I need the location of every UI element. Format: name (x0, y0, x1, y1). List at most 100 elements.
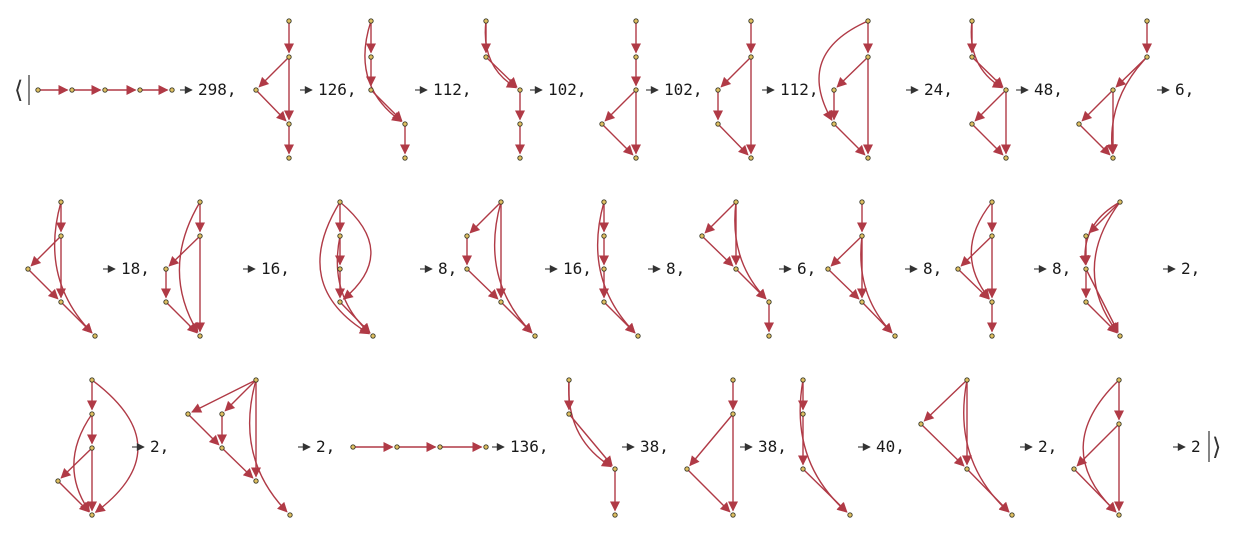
graph-node (197, 233, 203, 239)
graph-node (847, 512, 853, 518)
count-label: 8, (923, 259, 942, 278)
graph-node (1116, 512, 1122, 518)
graph-node (964, 466, 970, 472)
graph-edge (920, 423, 965, 467)
graph-node (287, 512, 293, 518)
graph-11 (161, 199, 205, 339)
graph-node (498, 199, 504, 205)
count-label: 2, (316, 437, 335, 456)
graph-node (337, 233, 343, 239)
graph-edge (30, 235, 62, 267)
graph-5 (599, 18, 641, 161)
count-label: 2, (1038, 437, 1057, 456)
graph-17 (955, 199, 997, 339)
graph-node (185, 411, 191, 417)
graph-node (1003, 155, 1009, 161)
graph-edge (248, 379, 288, 513)
graph-node (715, 87, 721, 93)
count-label: 126, (318, 80, 357, 99)
graph-edge (258, 56, 290, 88)
count-label: 2, (1181, 259, 1200, 278)
graph-node (1083, 299, 1089, 305)
graph-node (368, 54, 374, 60)
graph-node (969, 121, 975, 127)
graph-node (1116, 377, 1122, 383)
graph-node (612, 466, 618, 472)
graph-node (483, 54, 489, 60)
count-label: 8, (1052, 259, 1071, 278)
graph-node (566, 411, 572, 417)
graph-node (601, 199, 607, 205)
graph-node (25, 266, 31, 272)
graph-node (831, 87, 837, 93)
graph-edge (799, 379, 848, 513)
graph-edge (53, 201, 93, 334)
graph-node (633, 87, 639, 93)
graph-node (730, 377, 736, 383)
graph-node (800, 466, 806, 472)
graph-19 (55, 377, 139, 518)
graph-node (733, 199, 739, 205)
graph-edge (336, 235, 371, 334)
graph-node (58, 199, 64, 205)
graph-edge (568, 379, 613, 468)
graph-edge (923, 379, 968, 422)
graph-node (89, 377, 95, 383)
graph-23 (684, 377, 738, 518)
graph-node (337, 299, 343, 305)
graph-node (89, 445, 95, 451)
graph-edge (833, 123, 866, 156)
graph-24 (798, 377, 853, 518)
graph-node (286, 54, 292, 60)
graph-node (800, 411, 806, 417)
graph-edge (60, 447, 93, 479)
graph-node (253, 377, 259, 383)
graph-edge (187, 413, 220, 446)
graph-edge (860, 235, 893, 334)
graph-node (865, 54, 871, 60)
graph-edge (1088, 201, 1121, 234)
graph-edge (1078, 123, 1111, 156)
graph-node (483, 444, 489, 450)
graph-edge (91, 379, 139, 513)
graph-edge (601, 123, 634, 156)
count-label: 102, (664, 80, 703, 99)
graph-edge (224, 379, 257, 412)
graph-edge (960, 235, 993, 267)
graph-edge (836, 56, 869, 88)
count-label: 40, (876, 437, 905, 456)
graph-node (964, 377, 970, 383)
graph-edge (689, 413, 734, 467)
graph-node (748, 155, 754, 161)
graph-node (601, 299, 607, 305)
graph-edge (717, 123, 749, 156)
graph-node (633, 54, 639, 60)
graph-node (733, 266, 739, 272)
graph-node (89, 411, 95, 417)
count-label: 16, (563, 259, 592, 278)
graph-node (1144, 18, 1150, 24)
graph-edge (466, 268, 499, 300)
graph-9 (1076, 18, 1152, 161)
graph-node (859, 199, 865, 205)
graph-node (1110, 87, 1116, 93)
graph-1 (35, 85, 175, 95)
graph-edge (568, 413, 613, 467)
graph-node (635, 333, 641, 339)
graph-12 (319, 199, 376, 339)
count-label: 298, (198, 80, 237, 99)
graph-edge (701, 235, 734, 267)
graph-edge (974, 89, 1007, 122)
graph-node (989, 299, 995, 305)
graph-20 (185, 377, 293, 518)
graph-node (464, 233, 470, 239)
graph-3 (364, 18, 410, 161)
graph-7 (818, 18, 873, 161)
graph-node (766, 299, 772, 305)
graph-14 (596, 199, 641, 339)
graph-node (169, 87, 175, 93)
graph-25 (918, 377, 1015, 518)
graph-node (219, 445, 225, 451)
graph-node (1144, 54, 1150, 60)
